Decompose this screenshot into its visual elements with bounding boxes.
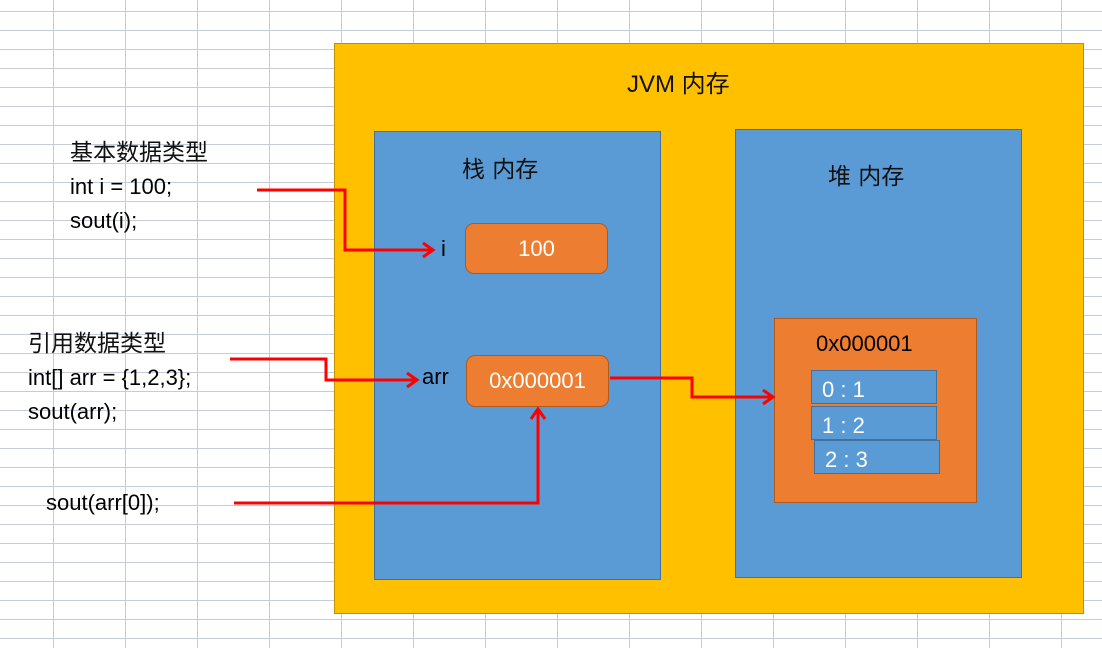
- stack-var-value-arr: 0x000001: [466, 355, 609, 407]
- arrow-arr-to-heap: [610, 376, 772, 399]
- primitive-code-block: 基本数据类型 int i = 100; sout(i);: [70, 136, 208, 238]
- primitive-code-line: int i = 100;: [70, 174, 173, 199]
- reference-code-line: sout(arr);: [28, 399, 118, 424]
- heap-array-cell: 0 : 1: [811, 370, 937, 404]
- primitive-heading: 基本数据类型: [70, 140, 208, 166]
- stack-var-name-arr: arr: [422, 364, 449, 389]
- stack-var-name-i: i: [441, 236, 446, 261]
- stack-var-value-i: 100: [465, 223, 608, 274]
- arrowhead-icon: [762, 388, 776, 406]
- arrowhead-icon: [529, 406, 547, 420]
- arrowhead-icon: [406, 371, 420, 389]
- stack-memory-title: 栈 内存: [462, 157, 539, 183]
- reference-code-line: int[] arr = {1,2,3};: [28, 365, 192, 390]
- arrow-primitive-to-i: [257, 188, 432, 252]
- heap-array-cell: 2 : 3: [814, 440, 940, 474]
- reference-heading: 引用数据类型: [28, 331, 166, 357]
- reference-code-block: 引用数据类型 int[] arr = {1,2,3}; sout(arr);: [28, 327, 191, 429]
- heap-object-address: 0x000001: [816, 331, 913, 356]
- arrowhead-icon: [422, 241, 436, 259]
- primitive-code-line: sout(i);: [70, 208, 138, 233]
- index-access-code: sout(arr[0]);: [46, 490, 160, 515]
- arrow-reference-to-arr: [230, 357, 416, 382]
- arrow-index-access-to-arr: [234, 410, 540, 505]
- heap-array-cell: 1 : 2: [811, 406, 937, 440]
- heap-memory-title: 堆 内存: [828, 164, 905, 190]
- jvm-memory-title: JVM 内存: [627, 71, 730, 98]
